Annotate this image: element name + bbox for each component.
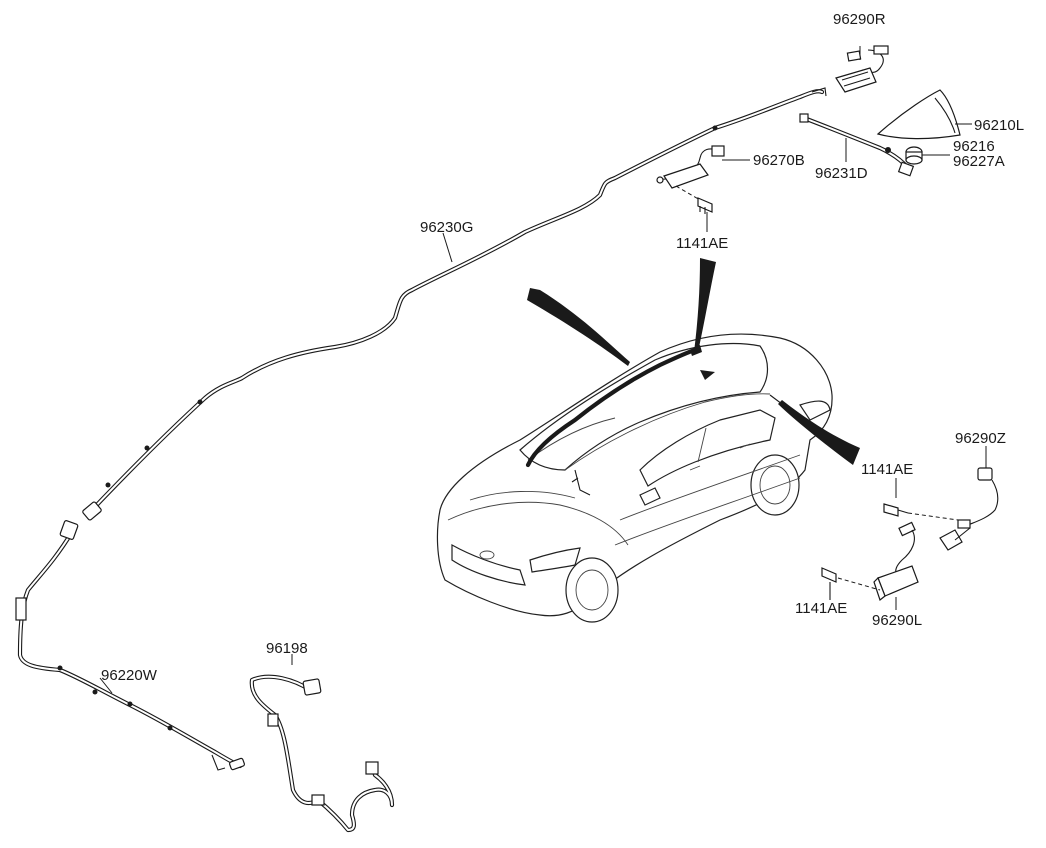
part-96290r [835, 45, 889, 93]
label-96216: 96216 [953, 138, 995, 155]
part-96210l [876, 89, 972, 140]
bolt-1141ae-bottom [821, 567, 881, 600]
label-96290z: 96290Z [955, 430, 1006, 447]
label-96290l: 96290L [872, 612, 922, 629]
harness-96220w [15, 520, 245, 771]
part-96290z [939, 446, 999, 551]
label-96230g: 96230G [420, 219, 473, 236]
label-96220w: 96220W [101, 667, 158, 684]
label-1141ae-top: 1141AE [676, 235, 728, 252]
label-96290r: 96290R [833, 11, 886, 28]
part-96231d [799, 113, 915, 177]
label-96210l: 96210L [974, 117, 1024, 134]
label-96198: 96198 [266, 640, 308, 657]
part-labels: 96290R 96210L 96216 96227A 96231D 96270B… [101, 11, 1024, 684]
label-96270b: 96270B [753, 152, 805, 169]
part-96270b [656, 145, 750, 201]
bolt-1141ae-top [697, 197, 713, 232]
leader-lines [99, 232, 453, 694]
label-1141ae-right: 1141AE [861, 461, 913, 478]
part-96290l [873, 521, 919, 610]
bolt-1141ae-right [883, 478, 959, 521]
harness-96230g [82, 87, 827, 521]
leader-wedges [527, 258, 860, 465]
label-1141ae-bottom: 1141AE [795, 600, 847, 617]
part-96216 [905, 146, 950, 165]
label-96227a: 96227A [953, 153, 1005, 170]
label-96231d: 96231D [815, 165, 868, 182]
harness-96198 [249, 674, 395, 833]
car-illustration [436, 333, 833, 623]
